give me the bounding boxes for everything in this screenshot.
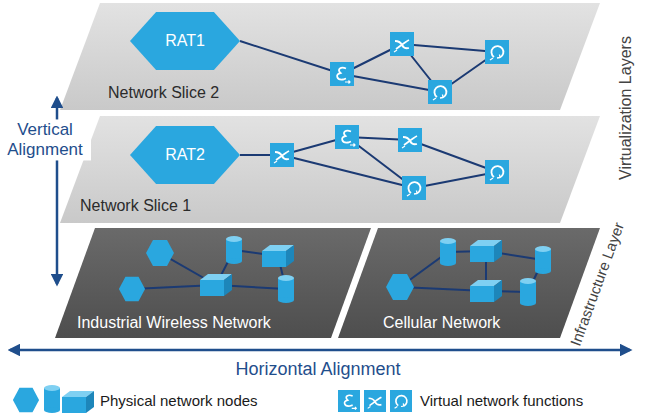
rat-hexagon: RAT2 xyxy=(130,126,240,184)
alignment-arrows xyxy=(10,98,630,350)
axis-label: Horizontal Alignment xyxy=(235,359,400,380)
slice-layer: Network Slice 2 RAT1 xyxy=(60,3,600,110)
region-label: Industrial Wireless Network xyxy=(77,313,271,332)
layer-group-label: Virtualization Layers xyxy=(617,36,635,180)
slice-label: Network Slice 1 xyxy=(80,196,191,215)
network-region: Cellular Network xyxy=(338,228,600,338)
slice-label: Network Slice 2 xyxy=(108,83,219,102)
shape-fill xyxy=(130,126,240,184)
slice-layer: Network Slice 1 RAT2 xyxy=(60,116,600,223)
rat-label: RAT2 xyxy=(165,145,205,164)
shape-fill xyxy=(55,228,371,338)
rat-hexagon: RAT1 xyxy=(130,12,240,70)
shape-fill xyxy=(338,228,600,338)
legend-samples xyxy=(13,385,412,413)
legend-text: Physical network nodes xyxy=(100,392,258,410)
shape-fill xyxy=(130,12,240,70)
shape-fill xyxy=(60,116,600,223)
region-label: Cellular Network xyxy=(383,313,500,332)
axis-label: Vertical Alignment xyxy=(0,119,91,160)
legend-text: Virtual network functions xyxy=(420,392,583,410)
shape-fill xyxy=(60,3,600,110)
rat-label: RAT1 xyxy=(165,31,205,50)
